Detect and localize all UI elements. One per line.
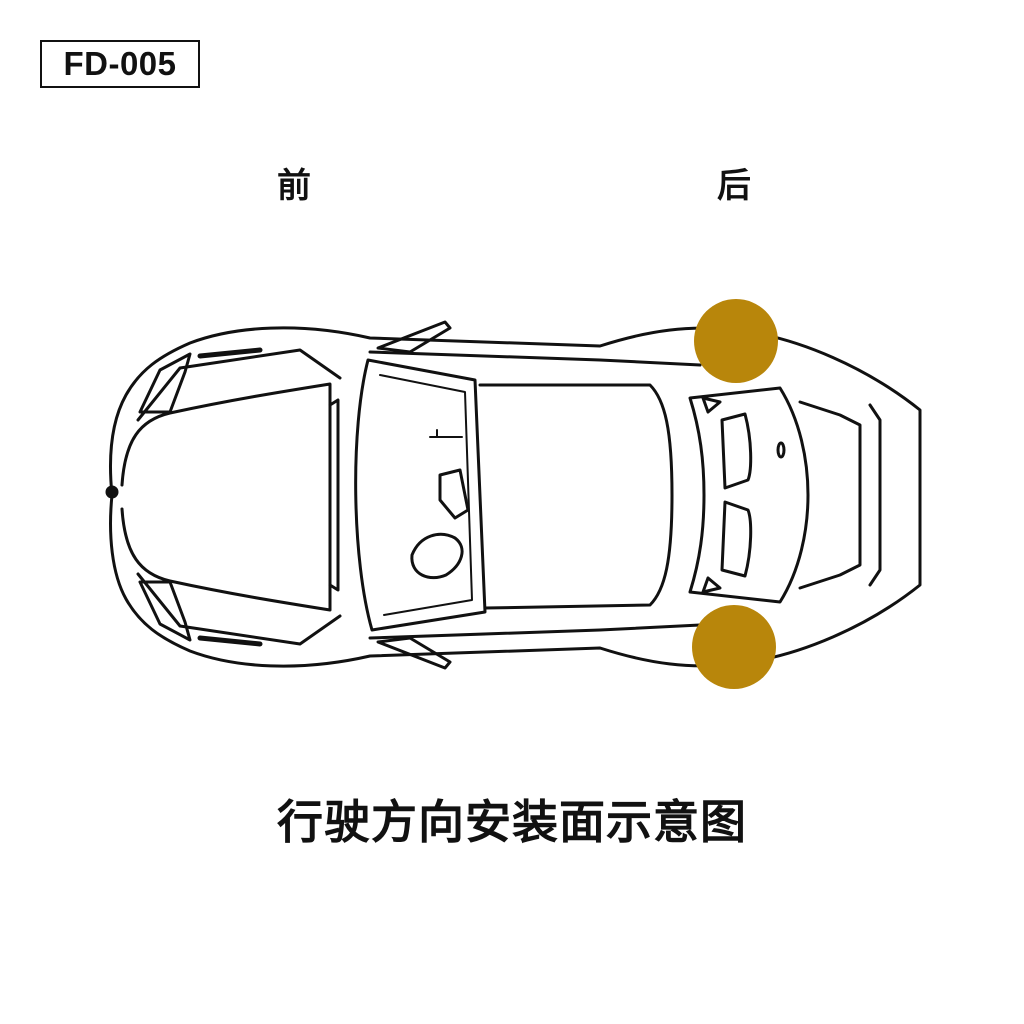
hood-vent-bottom bbox=[197, 635, 263, 647]
a-pillar-left bbox=[328, 398, 340, 592]
rear-vent-top bbox=[701, 396, 722, 414]
car-body-outline bbox=[109, 326, 922, 668]
rear-emblem bbox=[776, 441, 786, 459]
dash-ornament bbox=[410, 532, 464, 580]
rear-glass bbox=[688, 386, 810, 604]
side-sill-top bbox=[368, 350, 702, 367]
wiper-mount bbox=[429, 429, 463, 438]
rear-vent-bottom bbox=[701, 576, 722, 594]
rear-bumper-line bbox=[868, 403, 882, 587]
front-label: 前 bbox=[277, 166, 311, 206]
headlight-left bbox=[138, 352, 192, 414]
windshield-inner bbox=[379, 374, 473, 616]
rear-deck-line bbox=[798, 400, 862, 590]
install-marker-bottom bbox=[692, 605, 776, 689]
mirror-bottom bbox=[376, 636, 452, 670]
engine-louver-top bbox=[720, 412, 753, 490]
mirror-top bbox=[376, 320, 452, 354]
front-emblem bbox=[105, 485, 119, 499]
rear-label: 后 bbox=[717, 166, 751, 206]
install-marker-top bbox=[694, 299, 778, 383]
diagram-caption: 行驶方向安装面示意图 bbox=[277, 795, 747, 849]
headlight-right bbox=[138, 580, 192, 642]
hood-crease-top bbox=[136, 348, 342, 422]
car-roof bbox=[478, 383, 674, 610]
car-hood bbox=[120, 382, 332, 612]
hood-vent-top bbox=[197, 347, 263, 359]
windshield bbox=[354, 358, 487, 632]
engine-louver-bottom bbox=[720, 500, 753, 578]
product-code: FD-005 bbox=[63, 45, 177, 82]
rearview-mirror bbox=[438, 468, 470, 520]
side-sill-bottom bbox=[368, 623, 702, 640]
hood-crease-bottom bbox=[136, 572, 342, 646]
product-code-box: FD-005 bbox=[40, 40, 200, 88]
